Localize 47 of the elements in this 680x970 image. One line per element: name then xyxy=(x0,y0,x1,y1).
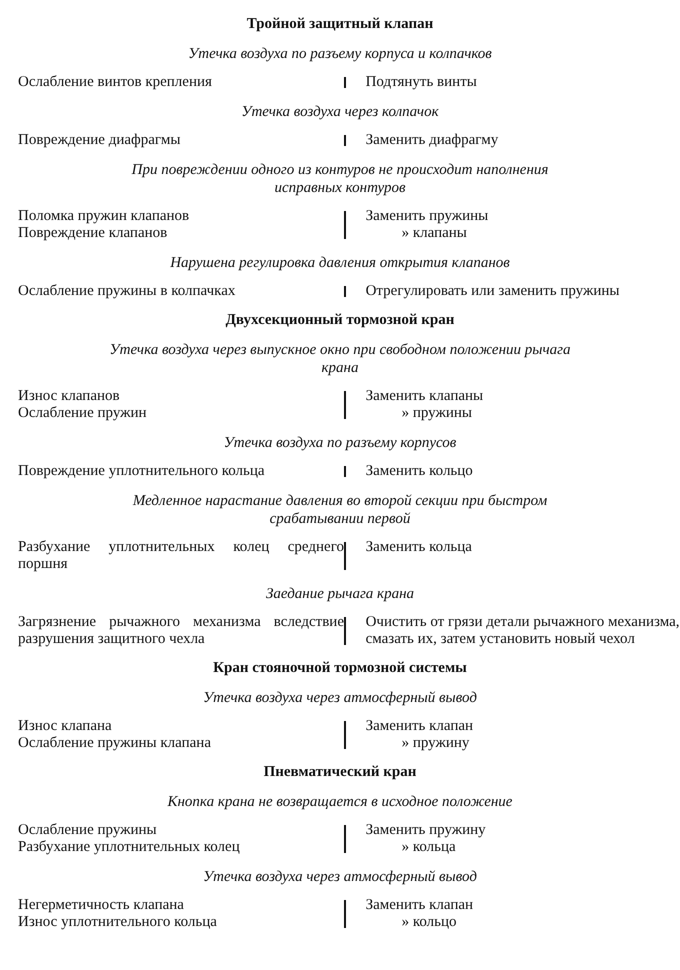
section-heading: Тройной защитный клапан xyxy=(246,16,434,33)
cause-text: Загрязнение рычажного механизма вследствие разрушения защитного чехла xyxy=(18,614,344,648)
remedy-text: Заменить пружины xyxy=(366,208,490,225)
cause-text: Ослабление пружины в колпачках xyxy=(18,283,236,300)
fault-heading: Утечка воздуха через атмосферный вывод xyxy=(203,868,477,886)
fault-heading: Утечка воздуха по разъему корпуса и колпачков xyxy=(188,45,492,63)
remedy-text: » кольцо xyxy=(400,914,458,931)
remedy-text: Отрегулировать или заменить пружины xyxy=(366,283,620,300)
cause-text: Разбухание уплотнительных колец среднего поршня xyxy=(18,539,344,573)
fault-heading: Утечка воздуха через колпачок xyxy=(241,103,439,121)
remedy-text: Заменить кольца xyxy=(366,539,473,556)
cause-text: Поломка пружин клапанов xyxy=(18,208,190,225)
fault-heading: Заедание рычага крана xyxy=(266,585,414,603)
section-heading: Кран стояночной тормозной системы xyxy=(213,660,467,677)
cause-text: Износ клапанов xyxy=(18,388,121,405)
remedy-text: Очистить от грязи детали рычажного механизма, смазать их, затем установить новый чехол xyxy=(366,614,680,648)
cause-text: Ослабление пружины xyxy=(18,822,158,839)
cause-text: Негерметичность клапана xyxy=(18,897,185,914)
remedy-text: » клапаны xyxy=(400,225,468,242)
cause-text: Ослабление винтов крепления xyxy=(18,74,213,91)
cause-text: Износ клапана xyxy=(18,718,113,735)
cause-text: Разбухание уплотнительных колец xyxy=(18,839,241,856)
cause-text: Повреждение клапанов xyxy=(18,225,168,242)
cause-text: Повреждение уплотнительного кольца xyxy=(18,463,266,480)
fault-heading: Утечка воздуха через атмосферный вывод xyxy=(203,689,477,707)
cause-text: Ослабление пружин xyxy=(18,405,148,422)
remedy-text: Заменить клапаны xyxy=(366,388,484,405)
remedy-text: Заменить клапан xyxy=(366,718,474,735)
fault-heading: Медленное нарастание давления во второй секции при быстром срабатывании первой xyxy=(132,492,548,528)
remedy-text: Заменить кольцо xyxy=(366,463,474,480)
fault-heading: При повреждении одного из контуров не происходит наполнения исправных контуров xyxy=(130,161,550,197)
remedy-text: Подтянуть винты xyxy=(366,74,478,91)
fault-heading: Кнопка крана не возвращается в исходное положение xyxy=(168,793,512,811)
remedy-text: Заменить пружину xyxy=(366,822,487,839)
remedy-text: » кольца xyxy=(400,839,457,856)
fault-heading: Утечка воздуха через выпускное окно при свободном положении рычага крана xyxy=(108,341,572,377)
fault-heading: Утечка воздуха по разъему корпусов xyxy=(224,434,456,452)
cause-text: Повреждение диафрагмы xyxy=(18,132,182,149)
section-heading: Двухсекционный тормозной кран xyxy=(226,312,454,329)
cause-text: Ослабление пружины клапана xyxy=(18,735,212,752)
remedy-text: » пружину xyxy=(400,735,470,752)
cause-text: Износ уплотнительного кольца xyxy=(18,914,218,931)
remedy-text: Заменить клапан xyxy=(366,897,474,914)
remedy-text: » пружины xyxy=(400,405,473,422)
section-heading: Пневматический кран xyxy=(264,764,416,781)
remedy-text: Заменить диафрагму xyxy=(366,132,500,149)
fault-heading: Нарушена регулировка давления открытия клапанов xyxy=(170,254,510,272)
